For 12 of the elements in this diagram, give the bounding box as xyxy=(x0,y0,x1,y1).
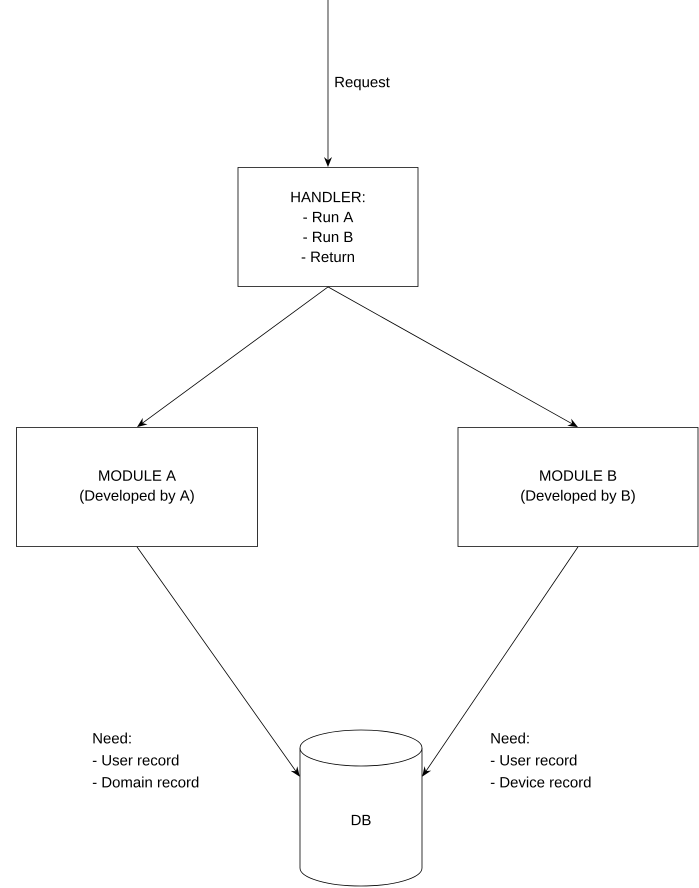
note-text: - User record xyxy=(490,754,576,766)
node-label: DB xyxy=(352,814,371,826)
note-text: - Device record xyxy=(490,776,591,788)
edge-label: Request xyxy=(332,74,392,92)
database-cylinder: DB xyxy=(300,730,422,886)
note-text: Need: xyxy=(93,732,131,744)
process-box: HANDLER: - Run A - Run B - Return xyxy=(238,167,418,287)
note-text: - Domain record xyxy=(92,776,198,788)
process-box: MODULE B (Developed by B) xyxy=(458,427,698,547)
note-text: - User record xyxy=(92,754,178,766)
note-text: Need: xyxy=(491,732,529,744)
process-box: MODULE A (Developed by A) xyxy=(16,427,258,547)
